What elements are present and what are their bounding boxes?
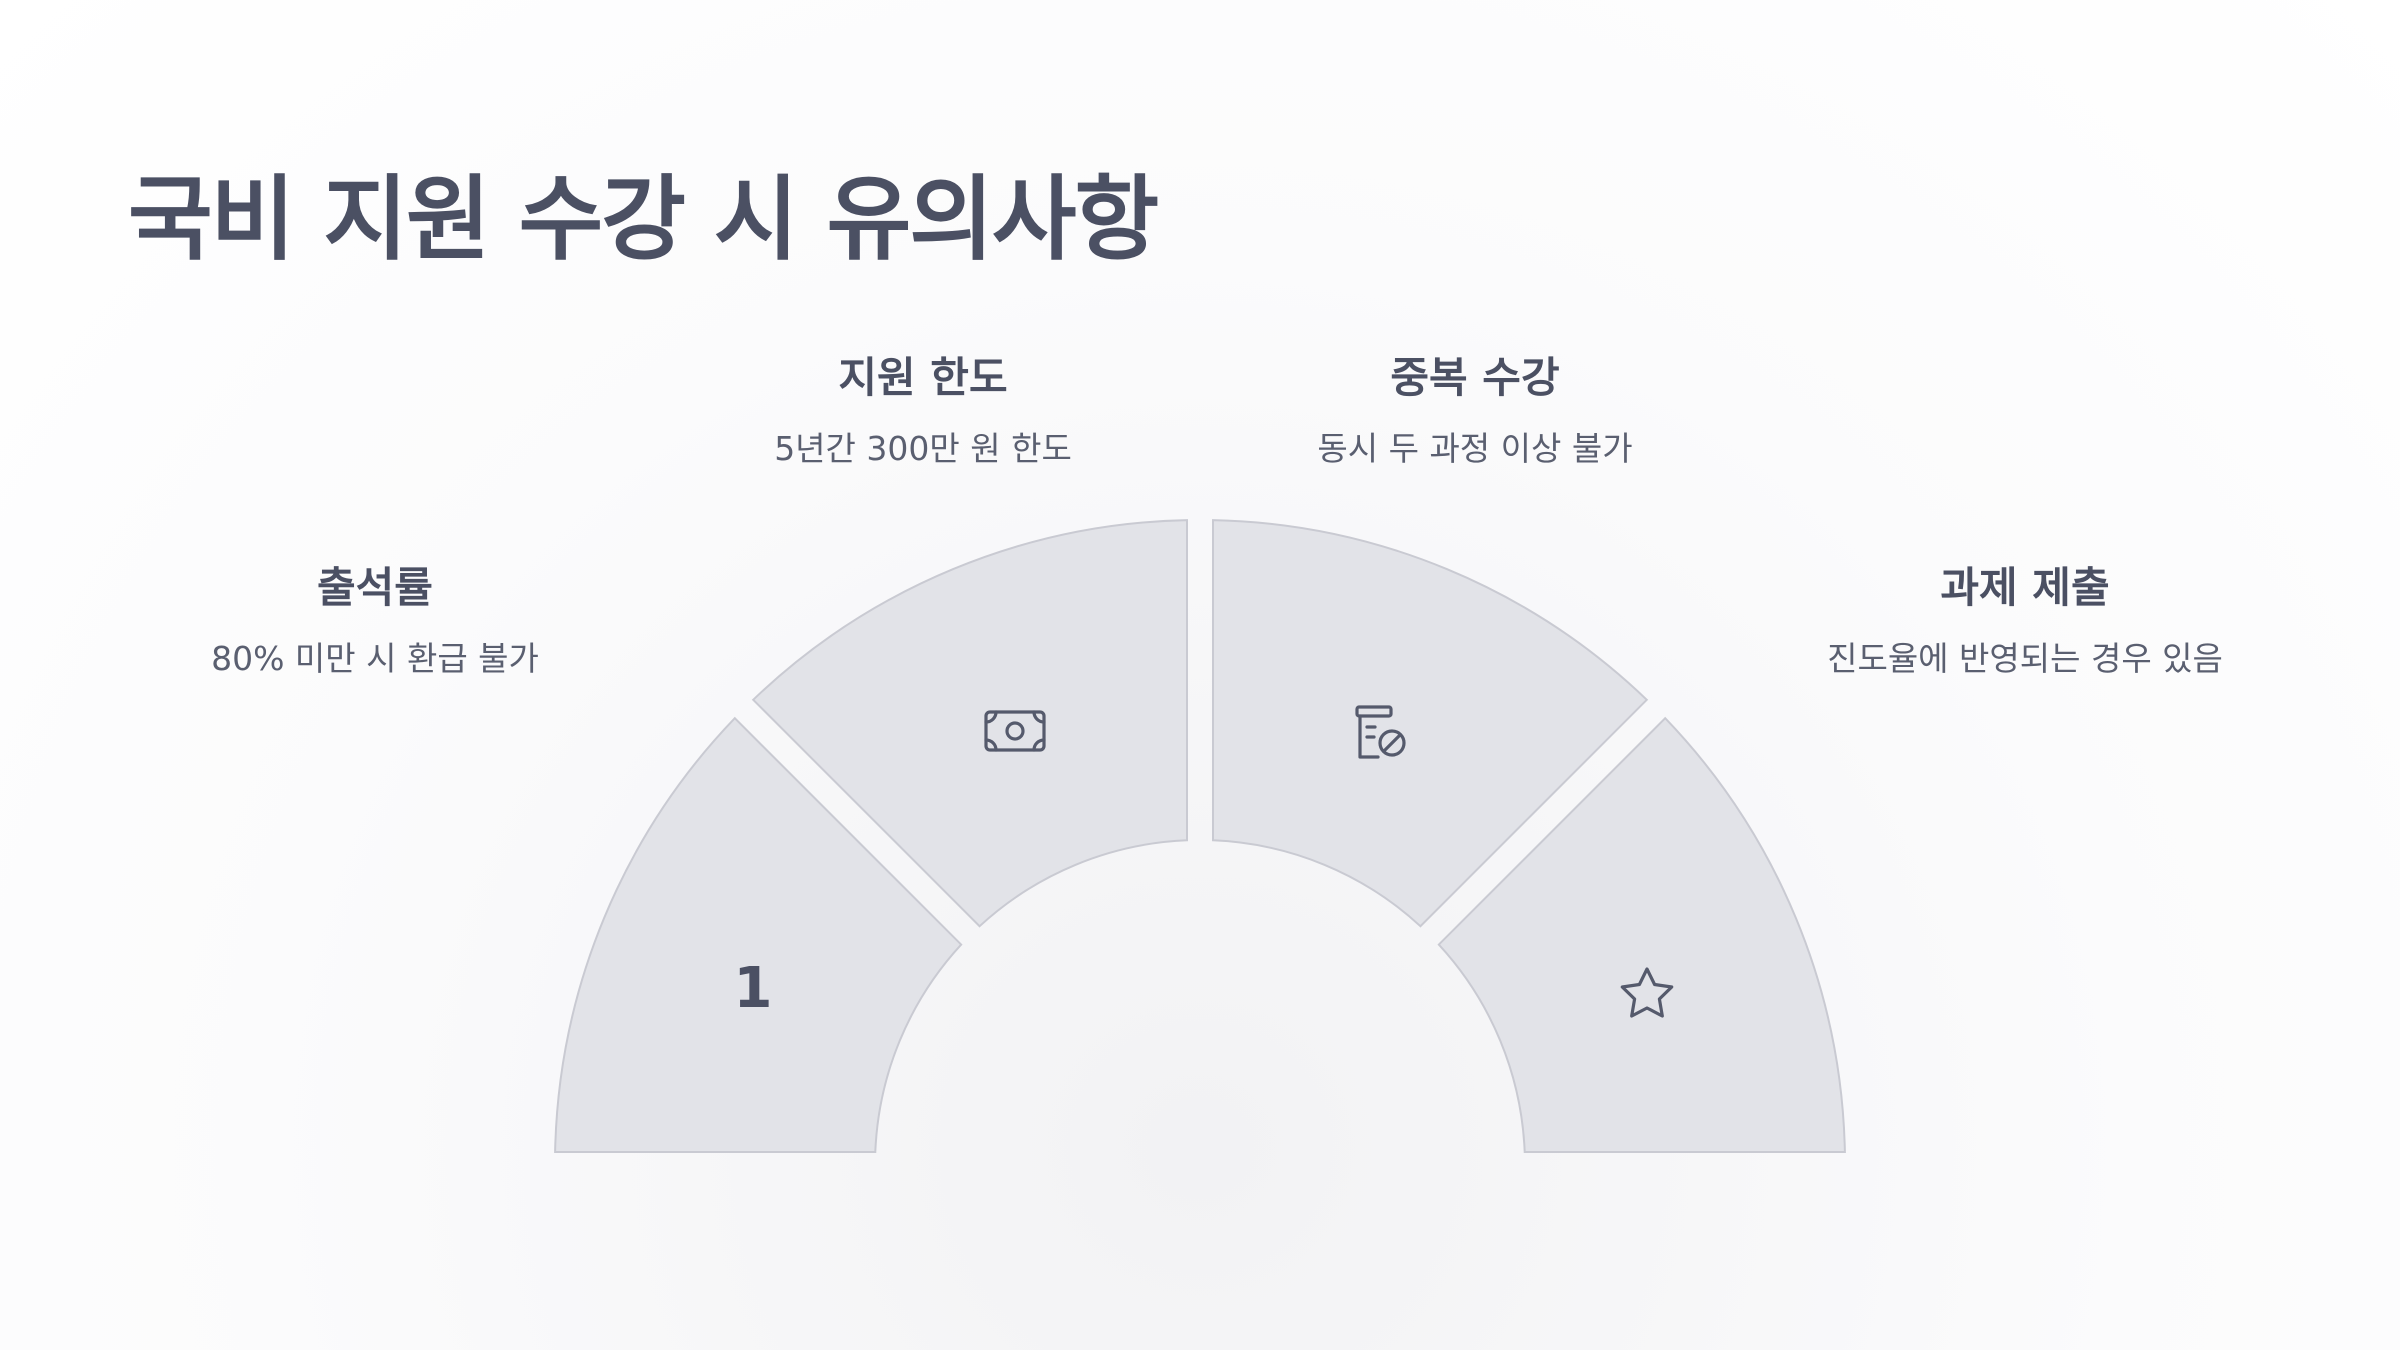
icon-group: 1 xyxy=(734,705,1674,1021)
segment-attendance xyxy=(554,716,963,1153)
assignment-description: 진도율에 반영되는 경우 있음 xyxy=(1827,639,2223,679)
label-assignment: 과제 제출 진도율에 반영되는 경우 있음 xyxy=(1795,563,2255,679)
label-duplicate-enrollment: 중복 수강 동시 두 과정 이상 불가 xyxy=(1245,353,1705,469)
assignment-heading: 과제 제출 xyxy=(1940,563,2110,612)
segment-duplicate-enrollment xyxy=(1212,519,1649,928)
label-attendance: 출석률 80% 미만 시 환급 불가 xyxy=(145,563,605,679)
attendance-description: 80% 미만 시 환급 불가 xyxy=(211,639,539,679)
support-limit-description: 5년간 300만 원 한도 xyxy=(774,429,1072,469)
banknote-icon xyxy=(984,710,1046,752)
segment-assignment xyxy=(1437,716,1846,1153)
support-limit-heading: 지원 한도 xyxy=(838,353,1008,402)
segment-number-1: 1 xyxy=(734,956,773,1021)
star-icon xyxy=(1620,967,1674,1018)
blocked-document-icon xyxy=(1355,705,1406,759)
segment-support-limit xyxy=(751,519,1188,928)
duplicate-enrollment-description: 동시 두 과정 이상 불가 xyxy=(1317,429,1633,469)
label-support-limit: 지원 한도 5년간 300만 원 한도 xyxy=(693,353,1153,469)
attendance-heading: 출석률 xyxy=(317,563,433,612)
page-title: 국비 지원 수강 시 유의사항 xyxy=(128,166,1159,273)
duplicate-enrollment-heading: 중복 수강 xyxy=(1390,353,1560,402)
segment-group xyxy=(554,519,1846,1153)
